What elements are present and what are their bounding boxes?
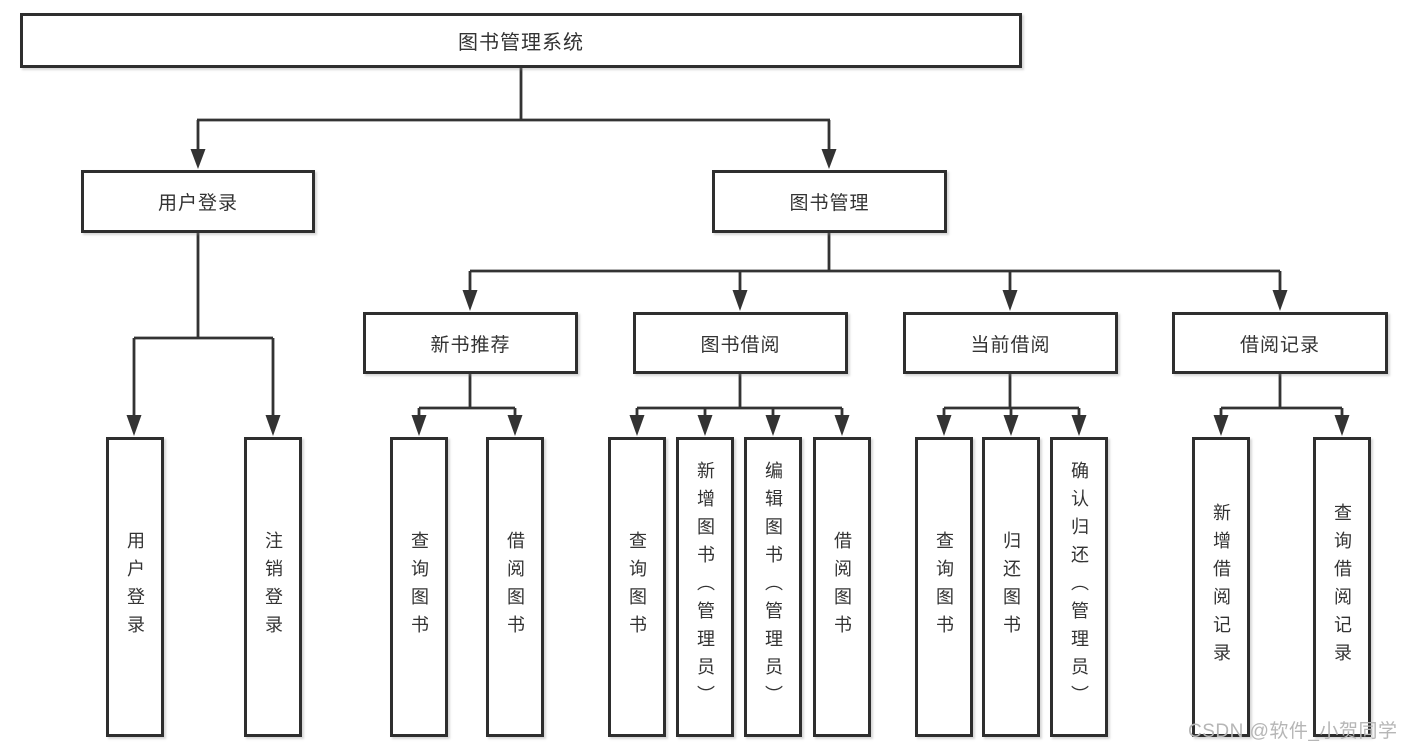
- leaf-borrow-books-recommend: 借阅图书: [486, 437, 544, 737]
- csdn-watermark: CSDN @软件_小贺同学: [1188, 721, 1398, 742]
- leaf-logout: 注销登录: [244, 437, 302, 737]
- leaf-query-books-recommend: 查询图书: [390, 437, 448, 737]
- leaf-add-borrow-record: 新增借阅记录: [1192, 437, 1250, 737]
- leaf-user-login: 用户登录: [106, 437, 164, 737]
- leaf-edit-books-admin: 编辑图书（管理员）: [744, 437, 802, 737]
- leaf-add-books-admin: 新增图书（管理员）: [676, 437, 734, 737]
- leaf-confirm-return-admin: 确认归还（管理员）: [1050, 437, 1108, 737]
- leaf-return-books: 归还图书: [982, 437, 1040, 737]
- leaf-query-books-current: 查询图书: [915, 437, 973, 737]
- node-new-book-recommendation: 新书推荐: [363, 312, 578, 374]
- leaf-query-books-borrowing: 查询图书: [608, 437, 666, 737]
- node-borrowing-records: 借阅记录: [1172, 312, 1388, 374]
- node-user-login: 用户登录: [81, 170, 315, 233]
- node-book-management: 图书管理: [712, 170, 947, 233]
- leaf-query-borrow-record: 查询借阅记录: [1313, 437, 1371, 737]
- node-current-borrowing: 当前借阅: [903, 312, 1118, 374]
- node-book-borrowing: 图书借阅: [633, 312, 848, 374]
- leaf-borrow-books: 借阅图书: [813, 437, 871, 737]
- node-library-management-system: 图书管理系统: [20, 13, 1022, 68]
